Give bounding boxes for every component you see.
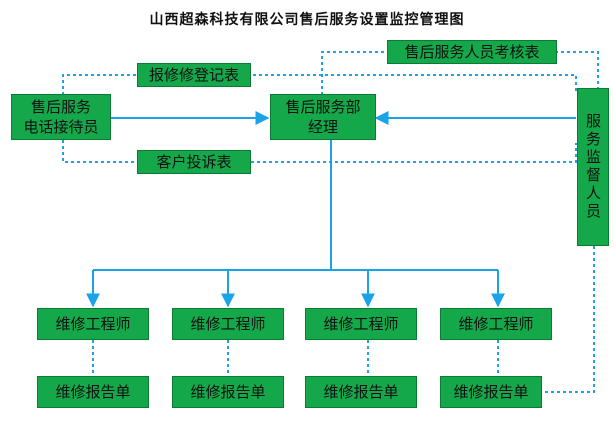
report-box-1: 维修报告单 bbox=[37, 376, 149, 408]
engineer-label-2: 维修工程师 bbox=[190, 315, 266, 333]
report-label-1: 维修报告单 bbox=[55, 383, 131, 401]
supervisor-label: 服务监督人员 bbox=[584, 113, 602, 221]
report-label-3: 维修报告单 bbox=[323, 383, 399, 401]
report-box-4: 维修报告单 bbox=[440, 376, 542, 408]
repair-registry-form-box: 报修修登记表 bbox=[137, 63, 251, 87]
supervisor-box: 服务监督人员 bbox=[577, 88, 609, 246]
staff-appraisal-form-label: 售后服务人员考核表 bbox=[404, 43, 540, 61]
dashed-supervisor-to-report-line bbox=[542, 246, 595, 393]
page-title: 山西超森科技有限公司售后服务设置监控管理图 bbox=[149, 12, 465, 28]
service-manager-line2: 经理 bbox=[307, 118, 338, 136]
engineer-box-3: 维修工程师 bbox=[305, 308, 417, 340]
report-box-3: 维修报告单 bbox=[305, 376, 417, 408]
engineer-box-4: 维修工程师 bbox=[440, 308, 552, 340]
repair-registry-form-label: 报修修登记表 bbox=[148, 66, 239, 84]
customer-complaint-form-box: 客户投诉表 bbox=[137, 150, 251, 174]
engineer-label-3: 维修工程师 bbox=[323, 315, 399, 333]
engineer-label-4: 维修工程师 bbox=[458, 315, 534, 333]
engineer-label-1: 维修工程师 bbox=[55, 315, 131, 333]
service-manager-box: 售后服务部 经理 bbox=[270, 94, 376, 140]
engineer-box-1: 维修工程师 bbox=[37, 308, 149, 340]
service-manager-line1: 售后服务部 bbox=[285, 98, 361, 116]
staff-appraisal-form-box: 售后服务人员考核表 bbox=[387, 40, 557, 64]
phone-receptionist-line2: 电话接待员 bbox=[23, 118, 99, 136]
phone-receptionist-box: 售后服务 电话接待员 bbox=[11, 94, 111, 140]
report-label-4: 维修报告单 bbox=[453, 383, 529, 401]
report-label-2: 维修报告单 bbox=[190, 383, 266, 401]
dashed-complaint-line bbox=[62, 140, 577, 163]
engineer-box-2: 维修工程师 bbox=[172, 308, 284, 340]
customer-complaint-form-label: 客户投诉表 bbox=[156, 153, 232, 171]
phone-receptionist-line1: 售后服务 bbox=[30, 98, 91, 116]
dashed-repair-registry-line bbox=[62, 74, 577, 95]
report-box-2: 维修报告单 bbox=[172, 376, 284, 408]
